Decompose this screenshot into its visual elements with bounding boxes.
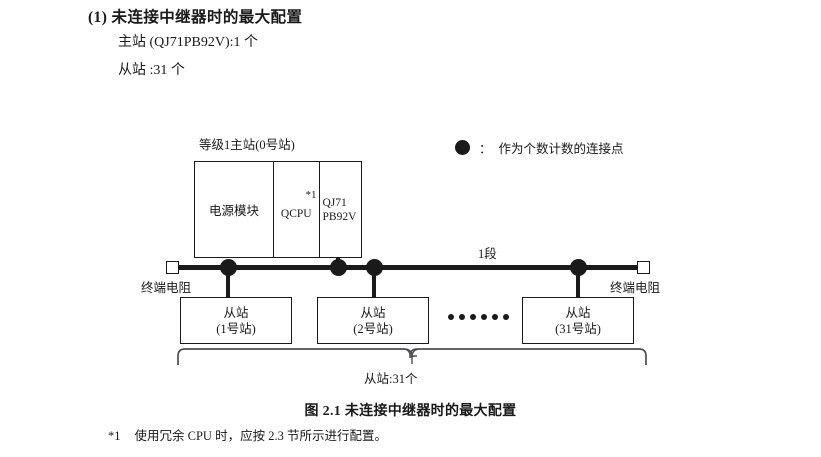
- module-qj71pb92v-line2: PB92V: [322, 210, 357, 223]
- slave-drop-line: [372, 266, 376, 298]
- slave-group-label: 从站:31个: [364, 372, 418, 386]
- terminator-right-label: 终端电阻: [610, 281, 661, 295]
- ellipsis-dot: [448, 314, 454, 320]
- bus-trunk-line: [178, 265, 641, 270]
- figure-caption: 图 2.1 未连接中继器时的最大配置: [304, 404, 517, 419]
- slave-station-title: 从站: [360, 305, 386, 320]
- section-heading-text: (1) 未连接中继器时的最大配置: [88, 9, 303, 26]
- slave-drop-line: [226, 266, 230, 298]
- legend: ： 作为个数计数的连接点: [455, 138, 624, 157]
- ellipsis-dot: [503, 314, 509, 320]
- ellipsis-dot: [492, 314, 498, 320]
- heading-sub-line-slave: 从站 :31 个: [118, 63, 185, 78]
- heading-sub-line-master: 主站 (QJ71PB92V):1 个: [118, 35, 259, 50]
- slave-station-box: 从站 (31号站): [522, 297, 634, 344]
- master-station-label: 等级1主站(0号站): [199, 138, 295, 152]
- slave-group-brace: [177, 348, 647, 365]
- module-power-supply: 电源模块: [195, 162, 275, 257]
- slave-station-number: (2号站): [353, 321, 393, 336]
- slave-station-number: (1号站): [216, 321, 256, 336]
- section-heading: (1) 未连接中继器时的最大配置: [88, 8, 302, 28]
- ellipsis-dot: [470, 314, 476, 320]
- bus-connection-dot: [330, 259, 347, 276]
- module-qcpu-label: QCPU: [280, 207, 312, 220]
- terminator-left-label: 终端电阻: [141, 281, 192, 295]
- terminator-right-icon: [637, 261, 650, 274]
- filled-circle-icon: [455, 140, 470, 155]
- segment-label: 1段: [478, 247, 497, 261]
- slave-station-title: 从站: [223, 305, 249, 320]
- terminator-left-icon: [166, 261, 179, 274]
- footnote-mark: *1: [108, 429, 121, 443]
- module-qj71pb92v-line1: QJ71: [322, 196, 347, 209]
- slave-station-number: (31号站): [555, 321, 601, 336]
- module-qcpu: QCPU *1: [274, 162, 320, 257]
- footnote-text: 使用冗余 CPU 时，应按 2.3 节所示进行配置。: [134, 429, 387, 443]
- figure-footnote: *1 使用冗余 CPU 时，应按 2.3 节所示进行配置。: [108, 425, 387, 444]
- legend-label: 作为个数计数的连接点: [498, 142, 624, 156]
- legend-colon: ：: [479, 142, 492, 156]
- footnote-marker: *1: [305, 189, 317, 201]
- ellipsis-dot: [481, 314, 487, 320]
- ellipsis-dot: [459, 314, 465, 320]
- slave-drop-line: [576, 266, 580, 298]
- slave-station-title: 从站: [565, 305, 591, 320]
- ellipsis-dots: [448, 314, 509, 320]
- slave-station-box: 从站 (2号站): [317, 297, 429, 344]
- slave-station-box: 从站 (1号站): [180, 297, 292, 344]
- module-power-supply-label: 电源模块: [209, 204, 260, 218]
